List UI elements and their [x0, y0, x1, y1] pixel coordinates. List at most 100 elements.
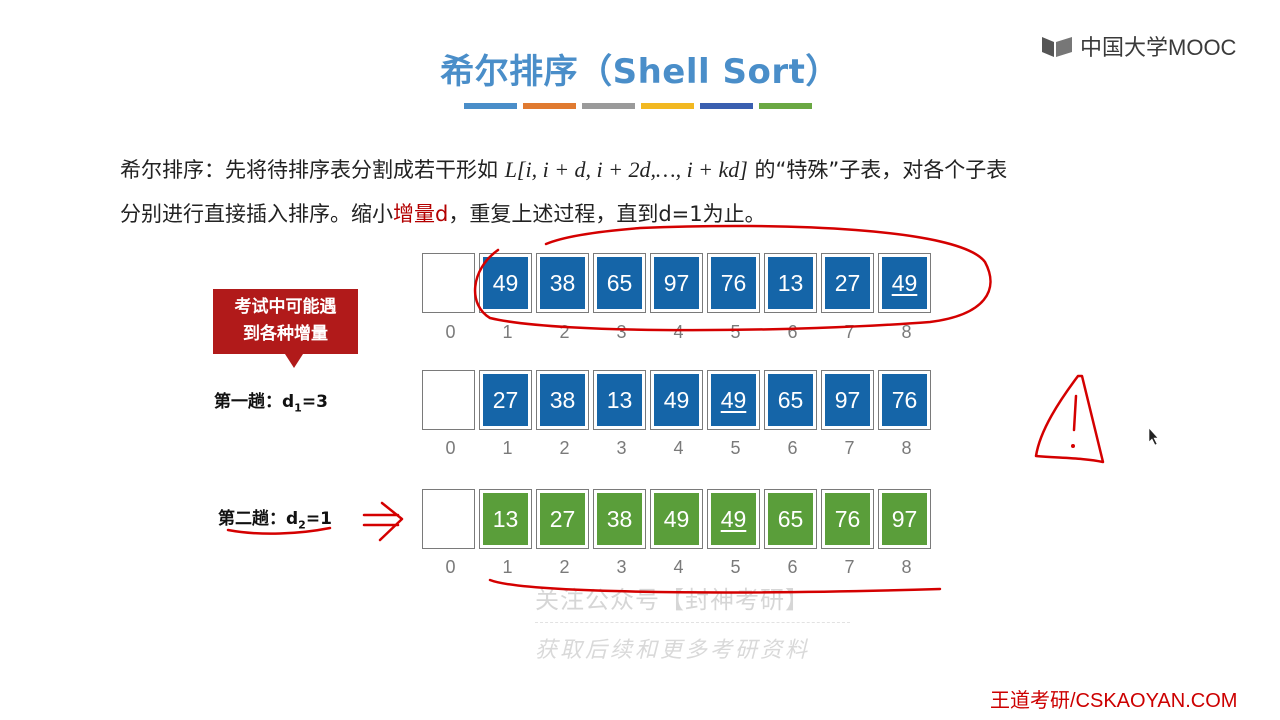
pass-2-label: 第二趟：d2=1 [218, 504, 332, 531]
sublist-formula: L[i, i + d, i + 2d,…, i + kd] [504, 157, 748, 182]
mooc-logo-text: 中国大学MOOC [1080, 35, 1237, 60]
array-cell-value: 13 [606, 386, 633, 413]
watermark-line-2: 获取后续和更多考研资料 [535, 638, 811, 663]
array-cell: 65 [593, 253, 646, 313]
title-bar-segment [464, 103, 517, 109]
definition-text-1b: 的“特殊”子表，对各个子表 [747, 158, 1008, 182]
array-cell-value: 65 [606, 269, 633, 296]
ink-arrow-pass-2 [362, 501, 404, 542]
array-cell-value: 49 [492, 269, 519, 296]
array-index: 8 [901, 557, 912, 577]
definition-text-2a: 分别进行直接插入排序。缩小 [120, 202, 393, 226]
array-index: 8 [901, 438, 912, 458]
array-cell-value: 97 [663, 269, 690, 296]
pass-2-label-text: 第二趟：d [218, 509, 299, 529]
pass-1-label: 第一趟：d1=3 [214, 387, 328, 414]
array-cell: 97 [821, 370, 874, 430]
title-bar-segment [582, 103, 635, 109]
array-index: 1 [502, 322, 513, 342]
array-index: 4 [673, 438, 684, 458]
array-cell-empty [422, 370, 475, 430]
array-cell: 49 [707, 370, 760, 430]
array-cell: 49 [707, 489, 760, 549]
title-bar-segment [523, 103, 576, 109]
array-cell-value: 49 [891, 269, 918, 296]
array-cell-value: 76 [720, 269, 747, 296]
pass-2-label-sub: 2 [298, 518, 306, 532]
mooc-logo: 中国大学MOOC [1040, 30, 1236, 62]
array-cell: 13 [479, 489, 532, 549]
array-index: 0 [445, 438, 456, 458]
array-cell-value: 38 [606, 505, 633, 532]
array-index: 2 [559, 438, 570, 458]
mooc-logo-icon [1042, 37, 1072, 57]
array-index: 3 [616, 557, 627, 577]
definition-text-2b: ，重复上述过程，直到d=1为止。 [448, 202, 766, 226]
array-index: 2 [559, 557, 570, 577]
pass-1-label-value: =3 [301, 392, 328, 412]
title-bar-segment [700, 103, 753, 109]
array-cell: 38 [536, 253, 589, 313]
watermark-divider [535, 622, 850, 623]
array-index: 5 [730, 322, 741, 342]
array-index: 1 [502, 438, 513, 458]
array-cell-value: 97 [891, 505, 918, 532]
array-cell: 27 [536, 489, 589, 549]
pass-1-label-sub: 1 [294, 401, 302, 415]
array-cell: 38 [593, 489, 646, 549]
array-index: 8 [901, 322, 912, 342]
array-cell-value: 13 [492, 505, 519, 532]
array-cell: 76 [878, 370, 931, 430]
array-cell: 13 [764, 253, 817, 313]
array-cell: 76 [821, 489, 874, 549]
mouse-cursor-icon [1148, 427, 1159, 446]
array-index: 4 [673, 557, 684, 577]
array-cell-value: 49 [663, 505, 690, 532]
array-cell-value: 27 [834, 269, 861, 296]
title-bar-segment [759, 103, 812, 109]
array-cell: 27 [479, 370, 532, 430]
definition-line-1: 希尔排序：先将待排序表分割成若干形如 L[i, i + d, i + 2d,…,… [120, 154, 1007, 184]
array-cell-value: 76 [834, 505, 861, 532]
array-cell-value: 49 [720, 505, 747, 532]
array-cell-value: 49 [663, 386, 690, 413]
array-cell: 27 [821, 253, 874, 313]
array-cell: 49 [650, 370, 703, 430]
array-index: 7 [844, 322, 855, 342]
array-cell: 13 [593, 370, 646, 430]
array-cell-value: 38 [549, 386, 576, 413]
array-cell-value: 65 [777, 386, 804, 413]
array-cell-value: 65 [777, 505, 804, 532]
array-pass-1: 27 38 13 49 49 65 97 76 [422, 370, 935, 430]
array-cell: 65 [764, 489, 817, 549]
callout-line-1: 考试中可能遇 [234, 297, 337, 317]
array-index: 6 [787, 322, 798, 342]
array-cell: 38 [536, 370, 589, 430]
ink-underline-array-2 [488, 578, 942, 594]
array-index: 1 [502, 557, 513, 577]
array-index: 5 [730, 438, 741, 458]
array-cell: 49 [878, 253, 931, 313]
array-index: 5 [730, 557, 741, 577]
array-cell: 49 [479, 253, 532, 313]
title-bar-segment [641, 103, 694, 109]
array-cell-value: 38 [549, 269, 576, 296]
array-index: 6 [787, 438, 798, 458]
array-pass-2: 13 27 38 49 49 65 76 97 [422, 489, 935, 549]
array-cell: 97 [650, 253, 703, 313]
array-index: 7 [844, 557, 855, 577]
array-index: 0 [445, 557, 456, 577]
callout-line-2: 到各种增量 [243, 324, 328, 344]
title-color-bars [464, 103, 812, 109]
array-index: 2 [559, 322, 570, 342]
ink-exclamation-stroke [1072, 394, 1078, 432]
ink-exclamation-dot [1071, 444, 1075, 448]
array-index: 7 [844, 438, 855, 458]
array-cell-value: 76 [891, 386, 918, 413]
array-cell: 49 [650, 489, 703, 549]
exam-note-callout: 考试中可能遇 到各种增量 [213, 289, 358, 354]
definition-line-2: 分别进行直接插入排序。缩小增量d，重复上述过程，直到d=1为止。 [120, 198, 766, 228]
array-cell: 76 [707, 253, 760, 313]
